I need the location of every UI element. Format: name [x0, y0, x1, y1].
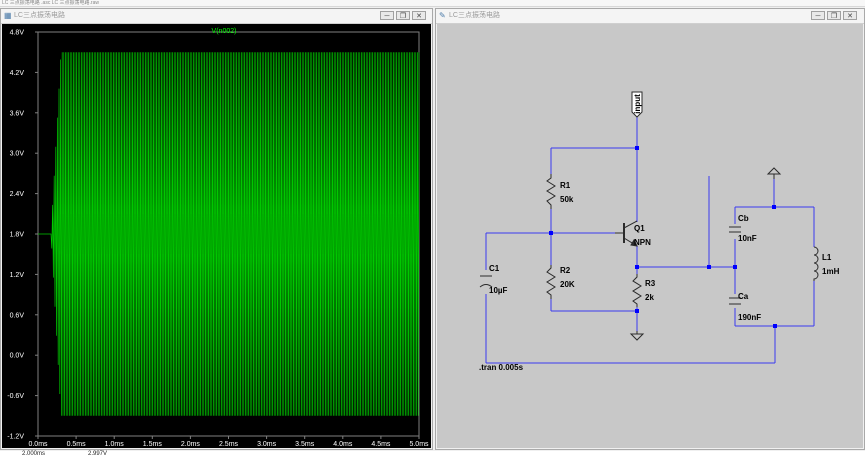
- schematic-window-icon: ✎: [439, 11, 446, 20]
- x-tick-label: 0.5ms: [67, 441, 87, 448]
- y-tick-label: 4.8V: [10, 30, 25, 37]
- trace-label[interactable]: V(n002): [212, 28, 237, 35]
- x-tick-label: 3.0ms: [257, 441, 277, 448]
- cb-value: 10nF: [738, 234, 757, 243]
- y-tick-label: 2.4V: [10, 191, 25, 198]
- junction-dot: [635, 146, 639, 150]
- r3-name: R3: [645, 279, 656, 288]
- junction-dot: [635, 265, 639, 269]
- input-port-label: input: [633, 94, 642, 114]
- y-tick-label: 4.2V: [10, 70, 25, 77]
- waveform-minimize-button[interactable]: ─: [380, 11, 394, 20]
- ground-icon: [629, 331, 645, 341]
- waveform-close-button[interactable]: ✕: [412, 11, 426, 20]
- schematic-close-button[interactable]: ✕: [843, 11, 857, 20]
- status-right: 2.997V: [88, 451, 108, 457]
- status-strip: 2.000ms 2.997V: [0, 451, 865, 458]
- schematic-restore-button[interactable]: ❐: [827, 11, 841, 20]
- x-tick-label: 4.0ms: [333, 441, 353, 448]
- y-tick-label: 3.6V: [10, 110, 25, 117]
- x-tick-label: 5.0ms: [409, 441, 429, 448]
- ca-value: 190nF: [738, 313, 761, 322]
- q1-name: Q1: [634, 224, 645, 233]
- junction-dot: [549, 231, 553, 235]
- waveform-window-title: LC三点振荡电路: [14, 12, 65, 19]
- r2-value: 20K: [560, 280, 575, 289]
- waveform-plot-area[interactable]: 4.8V 4.2V 3.6V 3.0V 2.4V 1.8V 1.2V 0.6V 0.0V -0.6…: [2, 24, 431, 448]
- resistor-r2[interactable]: [546, 265, 556, 299]
- schematic-window[interactable]: ✎ LC三点振荡电路 ─ ❐ ✕: [435, 8, 865, 450]
- x-tick-label: 2.5ms: [219, 441, 239, 448]
- waveform-titlebar[interactable]: ▦ LC三点振荡电路 ─ ❐ ✕: [1, 9, 432, 24]
- capacitor-cb[interactable]: [729, 226, 741, 233]
- x-tick-label: 2.0ms: [181, 441, 201, 448]
- waveform-window-icon: ▦: [4, 11, 12, 20]
- y-tick-label: 1.8V: [10, 232, 25, 239]
- l1-value: 1mH: [822, 267, 840, 276]
- schematic-window-title: LC三点振荡电路: [449, 12, 500, 19]
- l1-name: L1: [822, 253, 832, 262]
- x-tick-label: 3.5ms: [295, 441, 315, 448]
- trace-line: [38, 52, 420, 416]
- y-tick-label: -0.6V: [7, 393, 24, 400]
- capacitor-ca[interactable]: [729, 297, 741, 305]
- y-tick-label: -1.2V: [7, 434, 24, 441]
- input-port[interactable]: input: [631, 91, 643, 118]
- y-tick-label: 1.2V: [10, 272, 25, 279]
- q1-value: NPN: [634, 238, 651, 247]
- waveform-restore-button[interactable]: ❐: [396, 11, 410, 20]
- r2-name: R2: [560, 266, 571, 275]
- transistor-q1[interactable]: [615, 220, 638, 247]
- x-tick-label: 0.0ms: [28, 441, 48, 448]
- y-axis-ticks: 4.8V 4.2V 3.6V 3.0V 2.4V 1.8V 1.2V 0.6V 0.0V -0.6…: [7, 30, 38, 441]
- junction-dot: [707, 265, 711, 269]
- resistor-r3[interactable]: [632, 274, 642, 307]
- status-left: 2.000ms: [22, 451, 46, 457]
- c1-value: 10µF: [489, 286, 508, 295]
- resistor-r1[interactable]: [546, 174, 556, 209]
- schematic-wires: [485, 116, 815, 364]
- junction-dot: [773, 324, 777, 328]
- junction-dot: [772, 205, 776, 209]
- app-top-strip-text: LC 三点振荡电路 .asc LC 三点振荡电路.raw: [2, 0, 99, 6]
- y-tick-label: 0.0V: [10, 353, 25, 360]
- x-tick-label: 1.5ms: [143, 441, 163, 448]
- schematic-svg[interactable]: input R1 50k R2 20K Q1 NPN: [437, 24, 863, 448]
- waveform-plot-svg[interactable]: 4.8V 4.2V 3.6V 3.0V 2.4V 1.8V 1.2V 0.6V 0.0V -0.6…: [2, 24, 431, 448]
- ca-name: Ca: [738, 292, 749, 301]
- junction-dots: [549, 146, 777, 328]
- r1-value: 50k: [560, 195, 574, 204]
- app-top-strip: LC 三点振荡电路 .asc LC 三点振荡电路.raw: [0, 0, 865, 7]
- inductor-l1[interactable]: [813, 246, 819, 281]
- x-tick-label: 4.5ms: [371, 441, 391, 448]
- waveform-window[interactable]: ▦ LC三点振荡电路 ─ ❐ ✕ 4.8V 4.2V 3.6V 3.0V 2.4V 1.8…: [0, 8, 433, 450]
- junction-dot: [635, 309, 639, 313]
- ground-top-icon: [766, 167, 782, 179]
- r3-value: 2k: [645, 293, 654, 302]
- schematic-canvas[interactable]: input R1 50k R2 20K Q1 NPN: [437, 24, 863, 448]
- y-tick-label: 0.6V: [10, 312, 25, 319]
- cb-name: Cb: [738, 214, 749, 223]
- trace-v-n002[interactable]: [38, 52, 420, 416]
- y-tick-label: 3.0V: [10, 151, 25, 158]
- schematic-titlebar[interactable]: ✎ LC三点振荡电路 ─ ❐ ✕: [436, 9, 864, 24]
- x-axis-ticks: 0.0ms 0.5ms 1.0ms 1.5ms 2.0ms 2.5ms 3.0ms 3.5ms…: [28, 436, 429, 448]
- c1-name: C1: [489, 264, 500, 273]
- junction-dot: [733, 265, 737, 269]
- schematic-minimize-button[interactable]: ─: [811, 11, 825, 20]
- x-tick-label: 1.0ms: [105, 441, 125, 448]
- spice-directive[interactable]: .tran 0.005s: [479, 363, 524, 372]
- capacitor-c1[interactable]: [479, 275, 493, 288]
- r1-name: R1: [560, 181, 571, 190]
